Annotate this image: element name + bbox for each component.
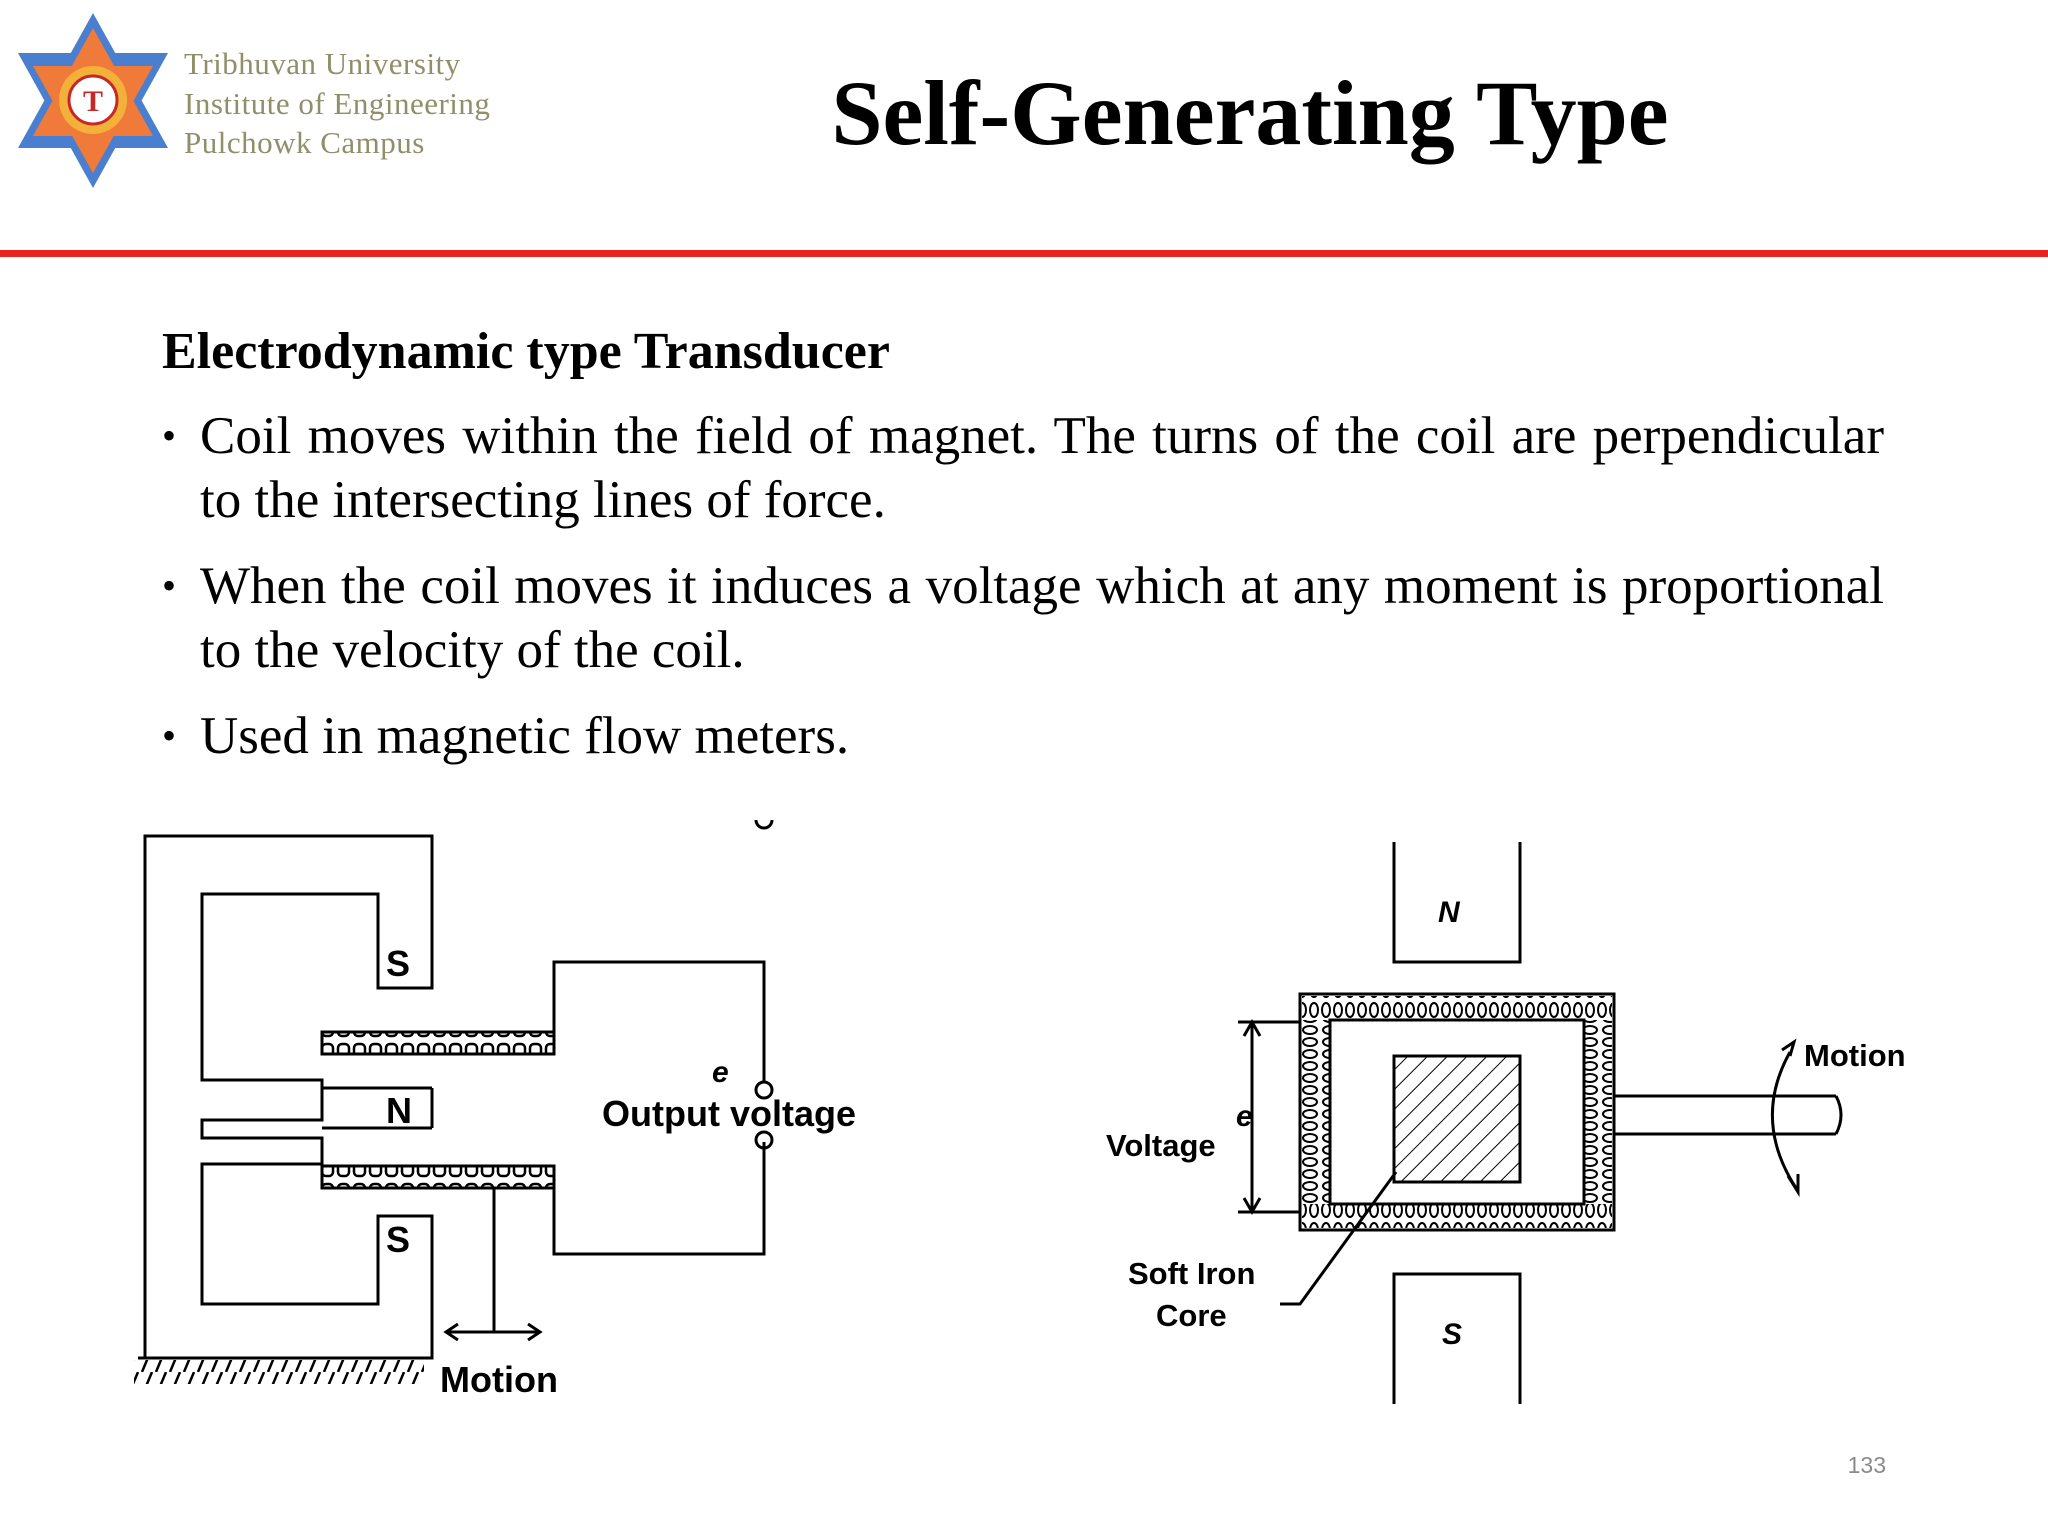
pole-label-s-right: S — [1442, 1318, 1462, 1351]
core-label-line1: Soft Iron — [1128, 1256, 1255, 1291]
university-emblem-icon: T — [18, 13, 168, 188]
slide-header: T Tribhuvan University Institute of Engi… — [0, 0, 2048, 257]
bullet-item: • Used in magnetic flow meters. — [162, 704, 1884, 768]
pole-label-n: N — [386, 1090, 412, 1131]
pole-label-s-bottom: S — [386, 1219, 410, 1260]
emblem-letter: T — [83, 85, 103, 118]
campus-name: Pulchowk Campus — [184, 125, 425, 160]
motion-label-right: Motion — [1804, 1038, 1906, 1073]
header-divider — [0, 250, 2048, 257]
core-label-line2: Core — [1156, 1298, 1227, 1333]
bullet-list: • Coil moves within the field of magnet.… — [162, 404, 1884, 790]
motion-label-left: Motion — [440, 1359, 558, 1400]
section-subheading: Electrodynamic type Transducer — [162, 323, 890, 380]
bullet-icon: • — [162, 563, 177, 608]
university-logo: T Tribhuvan University Institute of Engi… — [8, 8, 608, 198]
bullet-text: When the coil moves it induces a voltage… — [200, 557, 1884, 679]
bullet-text: Coil moves within the field of magnet. T… — [200, 407, 1884, 529]
terminal-label: e — [712, 1056, 729, 1089]
institute-name: Institute of Engineering — [184, 86, 491, 121]
bullet-text: Used in magnetic flow meters. — [200, 707, 850, 765]
rotating-coil-diagram — [1238, 842, 1843, 1404]
bullet-item: • When the coil moves it induces a volta… — [162, 554, 1884, 682]
pole-label-s-top: S — [386, 943, 410, 984]
output-voltage-label: Output voltage — [602, 1093, 856, 1134]
transducer-diagrams: S N S e Output voltage Motion — [134, 820, 1906, 1404]
voltage-label: Voltage — [1106, 1128, 1216, 1163]
moving-coil-diagram — [134, 820, 774, 1384]
slide-title: Self-Generating Type — [831, 62, 1669, 164]
university-name: Tribhuvan University — [184, 46, 461, 81]
page-number: 133 — [1847, 1452, 1886, 1478]
bullet-icon: • — [162, 413, 177, 458]
bullet-item: • Coil moves within the field of magnet.… — [162, 404, 1884, 532]
voltage-e-label: e — [1236, 1100, 1253, 1133]
bullet-icon: • — [162, 713, 177, 758]
pole-label-n-right: N — [1438, 896, 1461, 929]
